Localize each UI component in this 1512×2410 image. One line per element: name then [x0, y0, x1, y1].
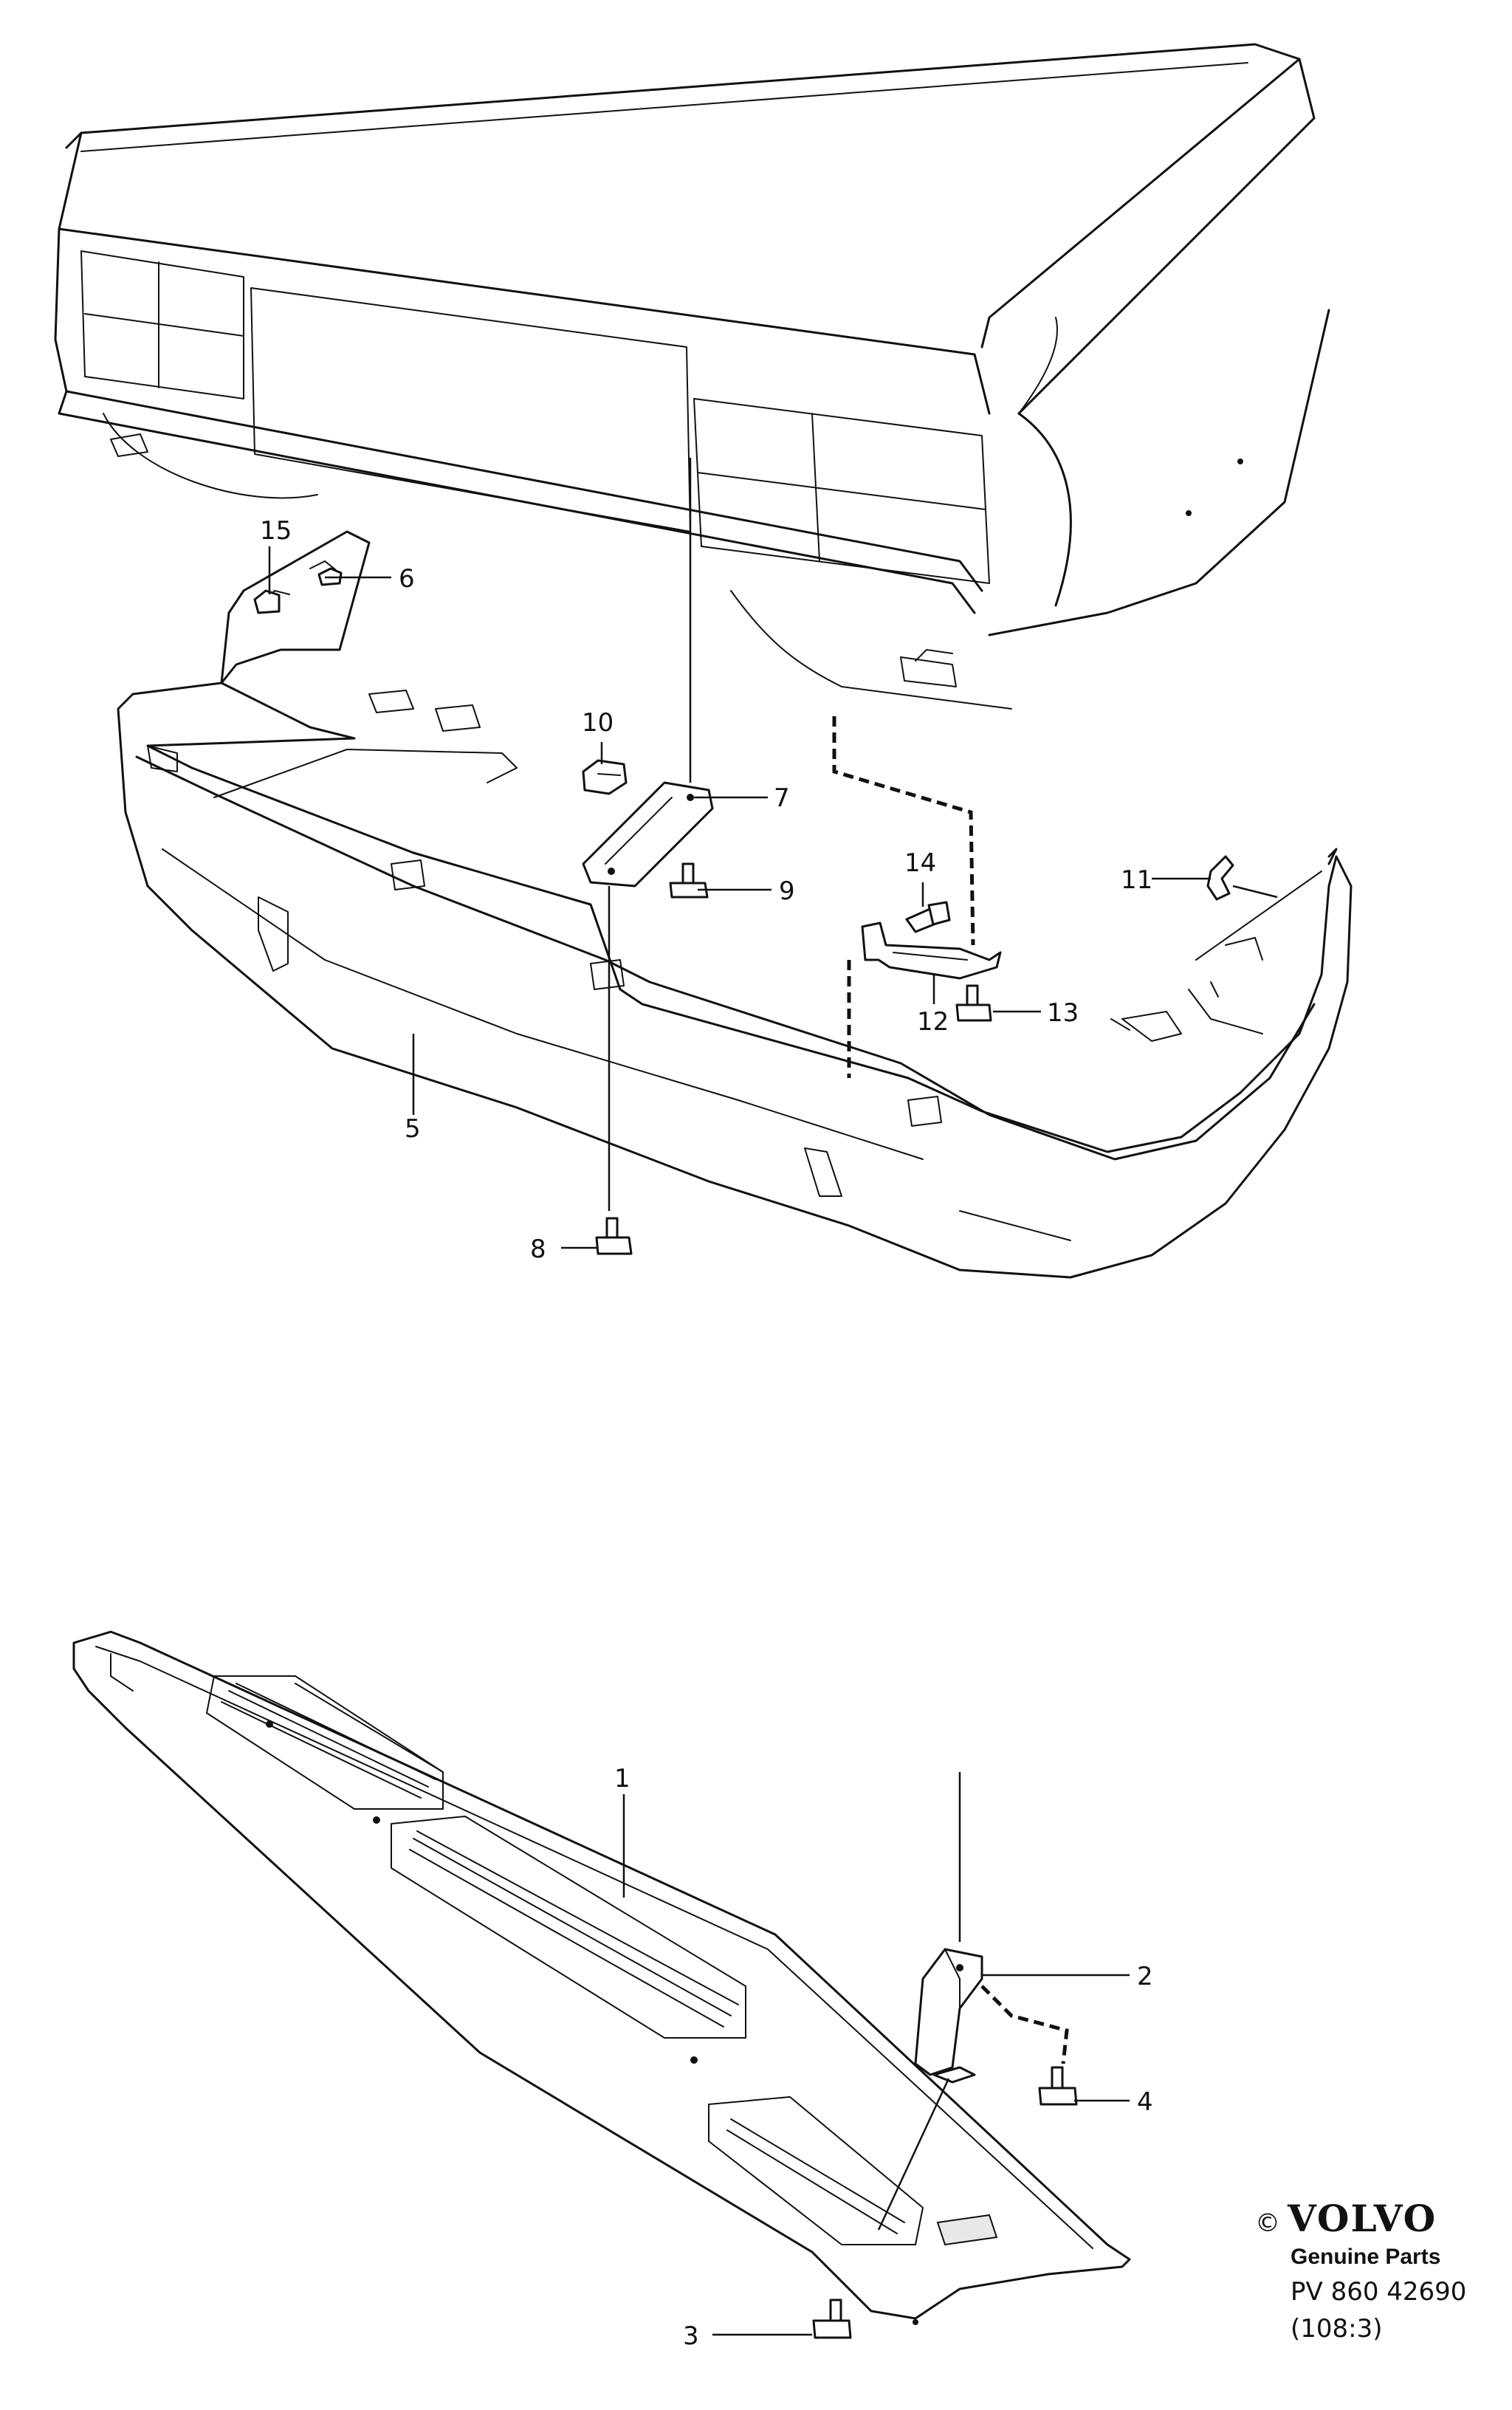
callout-5: 5 — [405, 1114, 421, 1144]
callout-2: 2 — [1137, 1962, 1153, 1991]
callout-10: 10 — [582, 708, 614, 738]
bracket-7 — [582, 781, 714, 888]
leader-lines-lower — [622, 1772, 1130, 2336]
bolt-14 — [905, 901, 951, 933]
nut-10 — [582, 759, 628, 795]
callout-6: 6 — [399, 564, 415, 594]
callout-4: 4 — [1137, 2087, 1153, 2117]
bracket-12 — [861, 921, 1002, 980]
bracket-2 — [914, 1948, 983, 2084]
brand-tagline: Genuine Parts — [1291, 2245, 1441, 2269]
clip-11 — [1206, 855, 1234, 901]
diagram-reference: (108:3) — [1291, 2314, 1383, 2344]
callout-14: 14 — [904, 848, 936, 878]
callout-13: 13 — [1047, 998, 1079, 1028]
leader-lines — [268, 458, 1278, 1249]
screw-9 — [669, 862, 709, 899]
callout-8: 8 — [530, 1235, 546, 1264]
screw-13 — [955, 984, 992, 1022]
brand-block: © VOLVO Genuine Parts PV 860 42690 (108:… — [1255, 2197, 1491, 2344]
callout-labels: 15 6 10 7 9 14 11 12 13 5 8 1 2 4 3 — [260, 516, 1153, 2351]
step-plate — [72, 1630, 1131, 2325]
screw-3 — [812, 2299, 852, 2339]
clip-15 — [253, 589, 281, 614]
callout-7: 7 — [774, 783, 790, 813]
screw-4 — [1038, 2066, 1078, 2106]
callout-3: 3 — [683, 2321, 699, 2351]
copyright-symbol: © — [1255, 2208, 1280, 2238]
callout-9: 9 — [779, 876, 795, 906]
car-rear-body — [54, 43, 1330, 710]
callout-12: 12 — [917, 1007, 949, 1037]
callout-11: 11 — [1121, 865, 1152, 895]
rear-bumper — [117, 530, 1353, 1279]
brand-title-row: © VOLVO — [1255, 2197, 1491, 2240]
brand-name: VOLVO — [1288, 2197, 1437, 2240]
callout-15: 15 — [260, 516, 292, 546]
callout-1: 1 — [614, 1764, 630, 1793]
part-code: PV 860 42690 — [1291, 2277, 1467, 2307]
screw-8 — [595, 1217, 633, 1255]
